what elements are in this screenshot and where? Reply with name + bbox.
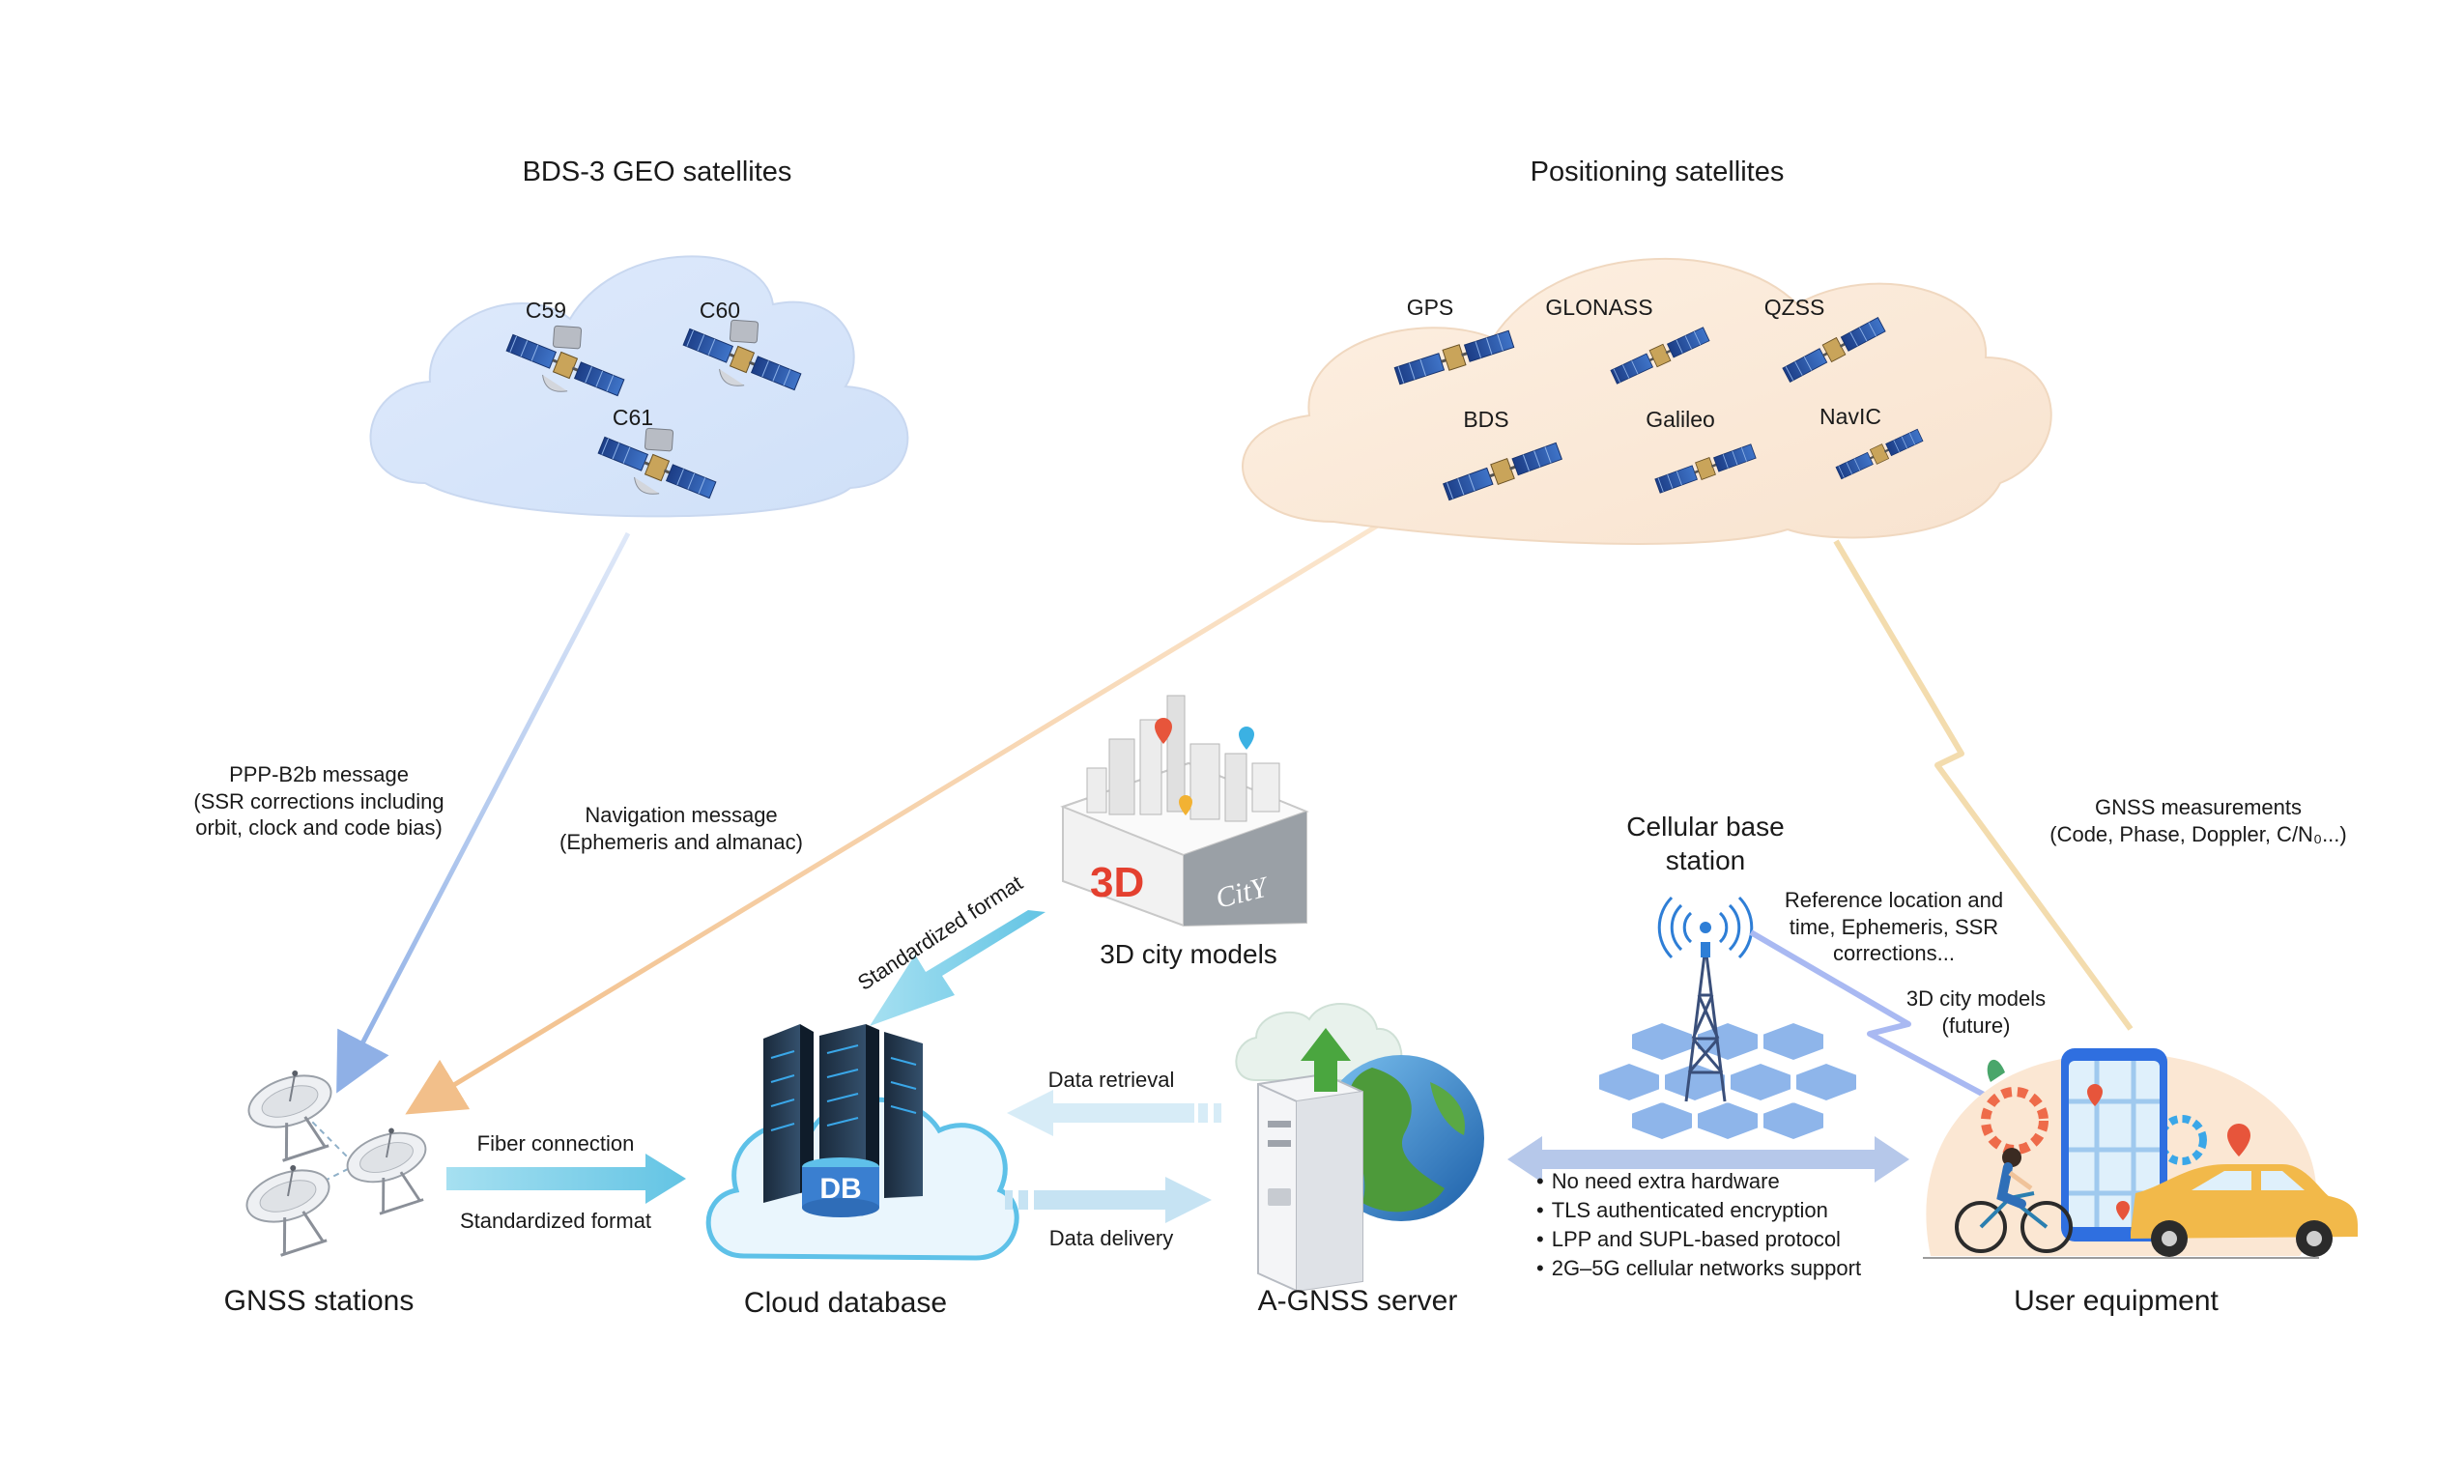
data-retrieval-arrow <box>1007 1090 1221 1136</box>
fiber-connection-arrow <box>446 1154 686 1204</box>
label-bds: BDS <box>1463 407 1509 432</box>
label-c60: C60 <box>699 298 741 323</box>
label-c59: C59 <box>525 298 567 323</box>
city-models-label: 3D city models <box>1100 939 1277 969</box>
data-retrieval-label: Data retrieval <box>1047 1068 1175 1092</box>
data-delivery-label: Data delivery <box>1048 1226 1174 1250</box>
feature-list: No need extra hardware TLS authenticated… <box>1536 1167 1861 1283</box>
cellular-lightning-link <box>1749 929 2017 1114</box>
user-equipment-illustration <box>1923 1048 2358 1259</box>
city-badge-3d: 3D <box>1090 859 1144 906</box>
navigation-message-label: Navigation message (Ephemeris and almana… <box>559 803 803 854</box>
agnss-server-label: A-GNSS server <box>1257 1285 1458 1317</box>
label-glonass: GLONASS <box>1545 295 1653 320</box>
db-badge: DB <box>819 1173 861 1205</box>
ppp-b2b-label: PPP-B2b message (SSR corrections includi… <box>193 762 444 840</box>
data-delivery-arrow <box>1005 1177 1212 1223</box>
ppp-b2b-link <box>336 531 631 1094</box>
user-equipment-label: User equipment <box>2014 1285 2219 1317</box>
feature-item: TLS authenticated encryption <box>1536 1196 1861 1225</box>
feature-item: LPP and SUPL-based protocol <box>1536 1225 1861 1254</box>
positioning-satellites-title: Positioning satellites <box>1530 157 1785 187</box>
label-qzss: QZSS <box>1763 295 1825 320</box>
label-navic: NavIC <box>1819 404 1881 429</box>
feature-item: 2G–5G cellular networks support <box>1536 1254 1861 1283</box>
gnss-station-dishes <box>237 1060 443 1263</box>
bds-geo-title: BDS-3 GEO satellites <box>522 157 792 187</box>
cellular-base-station-label: Cellular base station <box>1626 812 1785 875</box>
city-models-future-label: 3D city models (future) <box>1905 986 2047 1038</box>
label-galileo: Galileo <box>1646 407 1715 432</box>
bds-geo-cloud <box>369 255 909 518</box>
label-c61: C61 <box>612 405 654 430</box>
reference-info-label: Reference location and time, Ephemeris, … <box>1784 888 2004 965</box>
cloud-database-icon <box>705 1024 1019 1261</box>
label-gps: GPS <box>1406 295 1454 320</box>
gnss-measurements-link <box>1833 539 2134 1031</box>
server-user-link <box>1507 1136 1909 1183</box>
standardized-format-fiber-label: Standardized format <box>459 1209 652 1233</box>
gnss-measurements-label: GNSS measurements (Code, Phase, Doppler,… <box>2049 795 2347 846</box>
gnss-stations-label: GNSS stations <box>223 1285 415 1317</box>
agnss-server-icon <box>1235 1003 1484 1293</box>
feature-item: No need extra hardware <box>1536 1167 1861 1196</box>
standardized-format-arrow <box>870 910 1046 1026</box>
cloud-database-label: Cloud database <box>743 1287 948 1319</box>
city-model-icon <box>1060 695 1309 928</box>
navigation-message-link <box>405 507 1405 1115</box>
fiber-connection-label: Fiber connection <box>476 1131 635 1156</box>
cellular-base-station-icon <box>1597 896 1858 1142</box>
